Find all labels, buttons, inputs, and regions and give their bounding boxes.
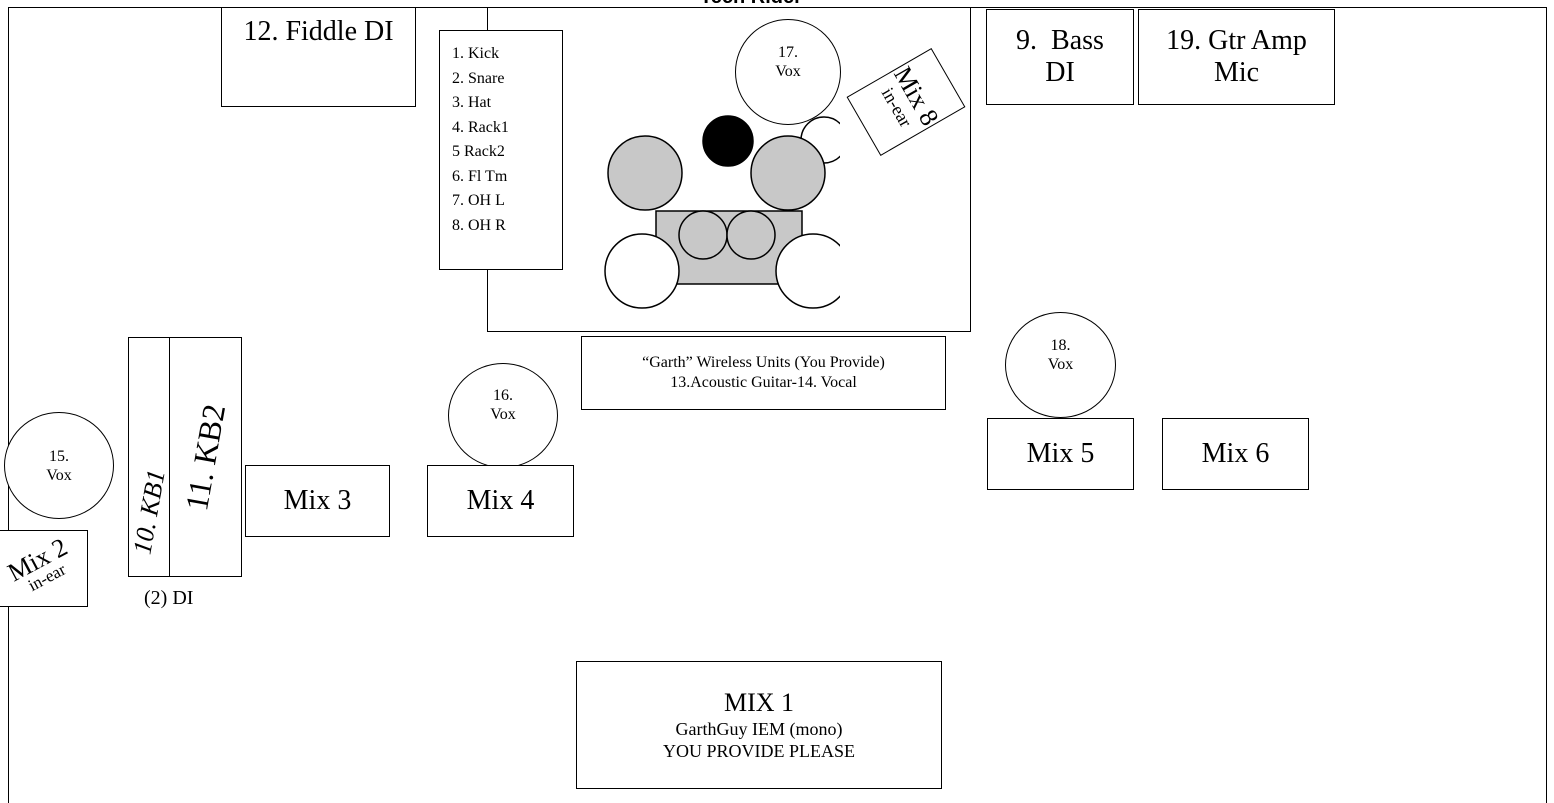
kb1-di-box: 10. KB1	[127, 337, 171, 577]
snare-right-icon	[726, 210, 776, 260]
drum-channel-list: 1. Kick 2. Snare 3. Hat 4. Rack1 5 Rack2…	[439, 30, 563, 270]
vox-17-mic: 17. Vox	[735, 19, 841, 125]
vox-17-label: Vox	[775, 63, 801, 80]
rack-tom-left-icon	[607, 135, 683, 211]
di-count-note: (2) DI	[144, 587, 194, 609]
vox-16-label: Vox	[490, 406, 516, 423]
vox-18-mic: 18. Vox	[1005, 312, 1116, 418]
channel-snare: 2. Snare	[452, 69, 505, 87]
stage-top-edge	[8, 7, 1547, 8]
vox-17-number: 17.	[778, 44, 798, 61]
gtr-amp-line2: Mic	[1213, 57, 1260, 88]
vox-15-mic: 15. Vox	[4, 412, 114, 519]
gtr-amp-line1: 19. Gtr Amp	[1166, 25, 1307, 56]
channel-floor-tom: 6. Fl Tm	[452, 167, 508, 185]
rack-tom-right-icon	[750, 135, 826, 211]
kb2-di-box: 11. KB2	[169, 337, 242, 577]
bass-di-box: 9. Bass DI	[986, 9, 1134, 105]
channel-rack1: 4. Rack1	[452, 118, 509, 136]
vox-16-number: 16.	[493, 387, 513, 404]
kb2-label: 11. KB2	[177, 400, 233, 513]
mix-4-monitor: Mix 4	[427, 465, 574, 537]
channel-rack2: 5 Rack2	[452, 143, 505, 160]
mix-3-monitor: Mix 3	[245, 465, 390, 537]
snare-left-icon	[678, 210, 728, 260]
channel-hat: 3. Hat	[452, 94, 492, 111]
kick-icon	[702, 115, 754, 167]
bass-di-line2: DI	[1045, 57, 1075, 88]
gtr-amp-mic-box: 19. Gtr Amp Mic	[1138, 9, 1335, 105]
mix-5-label: Mix 5	[1026, 438, 1095, 469]
vox-18-label: Vox	[1047, 356, 1074, 373]
wireless-units-box: “Garth” Wireless Units (You Provide) 13.…	[581, 336, 946, 410]
mix-3-label: Mix 3	[283, 485, 352, 516]
vox-15-label: Vox	[46, 466, 72, 484]
channel-kick: 1. Kick	[452, 45, 500, 62]
mix-5-monitor: Mix 5	[987, 418, 1134, 490]
channel-oh-r: 8. OH R	[452, 216, 506, 234]
cymbal-right-icon	[775, 233, 840, 309]
fiddle-di-label: 12. Fiddle DI	[243, 16, 394, 47]
wireless-line1: “Garth” Wireless Units (You Provide)	[642, 354, 885, 371]
stage-right-edge	[1546, 7, 1547, 803]
stage-left-edge	[8, 7, 9, 803]
channel-oh-l: 7. OH L	[452, 192, 505, 209]
vox-16-mic: 16. Vox	[448, 363, 558, 468]
fiddle-di-box: 12. Fiddle DI	[221, 7, 416, 107]
vox-18-number: 18.	[1050, 337, 1071, 354]
bass-di-line1: 9. Bass	[1016, 25, 1104, 56]
mix-1-title: MIX 1	[723, 688, 795, 717]
mix-1-line3: YOU PROVIDE PLEASE	[662, 741, 855, 761]
vox-15-number: 15.	[49, 447, 69, 465]
mix-2-monitor: Mix 2 in-ear	[0, 530, 88, 607]
mix-6-label: Mix 6	[1201, 438, 1270, 469]
mix-4-label: Mix 4	[466, 485, 535, 516]
mix-1-line2: GarthGuy IEM (mono)	[675, 719, 843, 739]
kb1-label: 10. KB1	[127, 467, 171, 557]
page-title: Tech Rider	[700, 0, 802, 9]
wireless-line2: 13.Acoustic Guitar-14. Vocal	[670, 374, 857, 391]
cymbal-left-icon	[604, 233, 680, 309]
mix-1-monitor: MIX 1 GarthGuy IEM (mono) YOU PROVIDE PL…	[576, 661, 942, 789]
mix-6-monitor: Mix 6	[1162, 418, 1309, 490]
drum-kit	[604, 115, 840, 309]
